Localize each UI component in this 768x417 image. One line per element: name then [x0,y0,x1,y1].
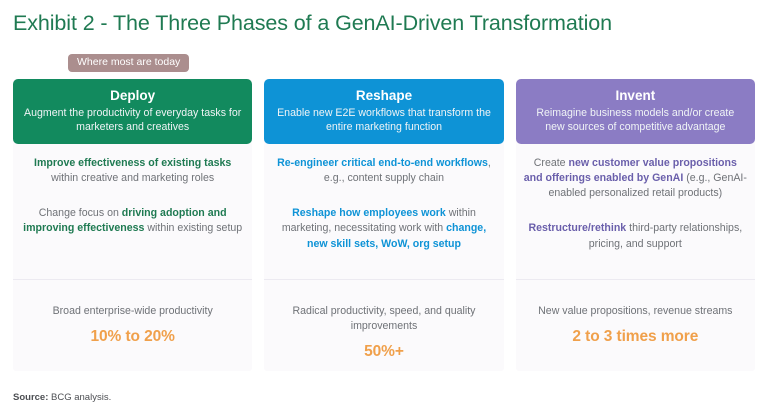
outcome-figure: 2 to 3 times more [572,328,699,346]
phase-header-reshape: Reshape Enable new E2E workflows that tr… [264,79,504,145]
phase-paragraph: Reshape how employees work within market… [281,207,487,250]
page-title: Exhibit 2 - The Three Phases of a GenAI-… [13,11,612,35]
outcome-text: Broad enterprise-wide productivity [52,305,213,317]
phase-column-deploy[interactable]: Deploy Augment the productivity of every… [13,79,253,371]
phase-subtitle-reshape: Enable new E2E workflows that transform … [277,107,491,134]
outcome-figure: 50%+ [364,343,404,361]
phase-paragraph: Improve effectiveness of existing tasks … [34,157,232,185]
phase-title-invent: Invent [615,88,656,103]
outcome-text: New value propositions, revenue streams [538,305,733,317]
source-note: Source: BCG analysis. [13,392,111,403]
phase-title-deploy: Deploy [110,88,156,103]
column-divider [13,279,253,280]
phase-column-reshape[interactable]: Reshape Enable new E2E workflows that tr… [264,79,504,371]
source-label: Source: [13,392,49,403]
outcome-text: Radical productivity, speed, and quality… [292,305,476,333]
phase-column-invent[interactable]: Invent Reimagine business models and/or … [515,79,755,371]
outcome-figure: 10% to 20% [90,328,175,346]
phase-paragraph: Create new customer value propositions a… [523,157,747,200]
phase-body-invent: Create new customer value propositions a… [516,144,755,251]
phase-title-reshape: Reshape [355,88,413,103]
phase-paragraph: Re-engineer critical end-to-end workflow… [277,157,491,185]
phase-subtitle-invent: Reimagine business models and/or create … [536,107,735,134]
source-text: BCG analysis. [51,392,112,403]
phase-header-deploy: Deploy Augment the productivity of every… [13,79,253,145]
column-divider [264,279,504,280]
phase-body-deploy: Improve effectiveness of existing tasks … [13,144,252,236]
phase-columns: Deploy Augment the productivity of every… [13,79,755,371]
phase-subtitle-deploy: Augment the productivity of everyday tas… [24,107,242,134]
phase-paragraph: Change focus on driving adoption and imp… [23,207,243,235]
phase-outcome-reshape: Radical productivity, speed, and quality… [264,304,503,361]
phase-body-reshape: Re-engineer critical end-to-end workflow… [264,144,503,251]
phase-outcome-invent: New value propositions, revenue streams … [516,304,755,346]
phase-paragraph: Restructure/rethink third-party relation… [528,222,743,250]
phase-outcome-deploy: Broad enterprise-wide productivity 10% t… [13,304,252,346]
where-most-are-today-badge: Where most are today [68,54,190,72]
phase-header-invent: Invent Reimagine business models and/or … [515,79,755,145]
column-divider [515,279,755,280]
